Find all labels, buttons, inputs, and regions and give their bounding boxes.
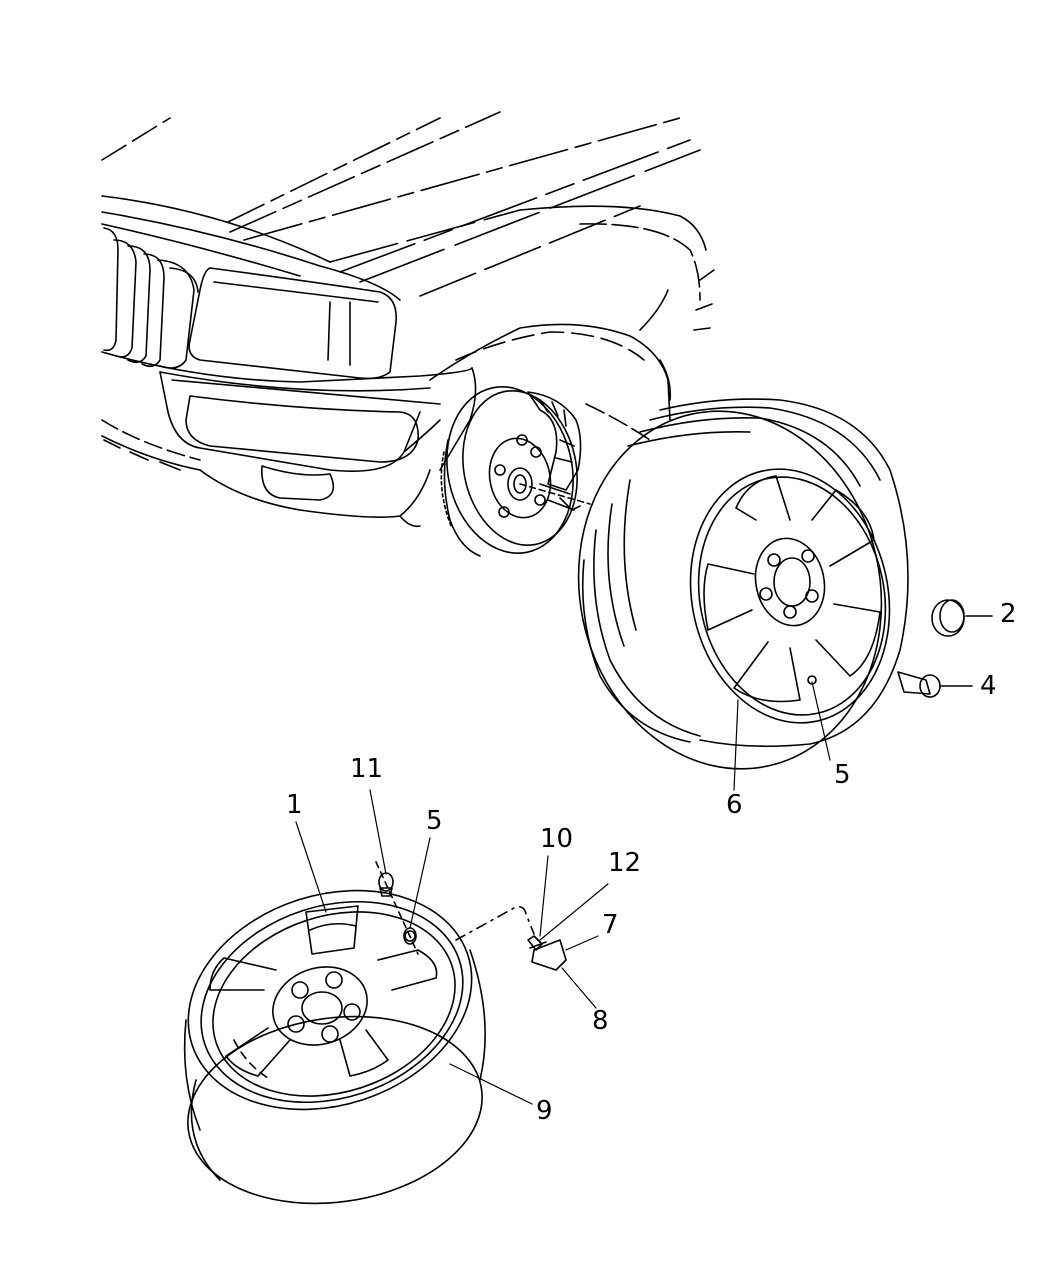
tire-and-wheel-assembly bbox=[546, 383, 914, 798]
vehicle-body-illustration bbox=[102, 112, 714, 526]
callout-12: 12 bbox=[608, 848, 642, 878]
lug-nut-part bbox=[898, 672, 972, 697]
exploded-wheel bbox=[160, 855, 501, 1221]
callout-5-upper: 5 bbox=[834, 760, 851, 790]
callout-9: 9 bbox=[536, 1096, 553, 1126]
brake-rotor-assembly bbox=[432, 375, 591, 565]
leader-lines-lower bbox=[296, 790, 608, 1104]
callout-5-lower: 5 bbox=[426, 806, 443, 836]
callout-1: 1 bbox=[286, 790, 303, 820]
callout-2: 2 bbox=[1000, 599, 1017, 629]
callout-10: 10 bbox=[540, 824, 574, 854]
callout-11: 11 bbox=[350, 754, 384, 784]
callout-7: 7 bbox=[602, 910, 619, 940]
tpms-sensor-parts bbox=[456, 907, 566, 970]
center-cap-part bbox=[932, 600, 992, 636]
callout-8: 8 bbox=[592, 1006, 609, 1036]
callout-4: 4 bbox=[980, 671, 997, 701]
leader-lines-upper bbox=[734, 682, 830, 790]
callout-6: 6 bbox=[726, 790, 743, 820]
